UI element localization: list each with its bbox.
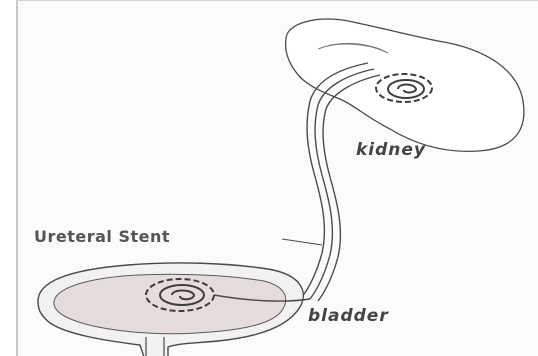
ureteral-stent-label: Ureteral Stent (34, 229, 170, 245)
stent-pointer-line (282, 239, 322, 245)
diagram-illustration (18, 1, 538, 356)
ureteral-stent-diagram: Ureteral Stent kidney bladder (16, 0, 538, 356)
kidney-label: kidney (356, 142, 426, 159)
bladder-label: bladder (308, 308, 389, 325)
